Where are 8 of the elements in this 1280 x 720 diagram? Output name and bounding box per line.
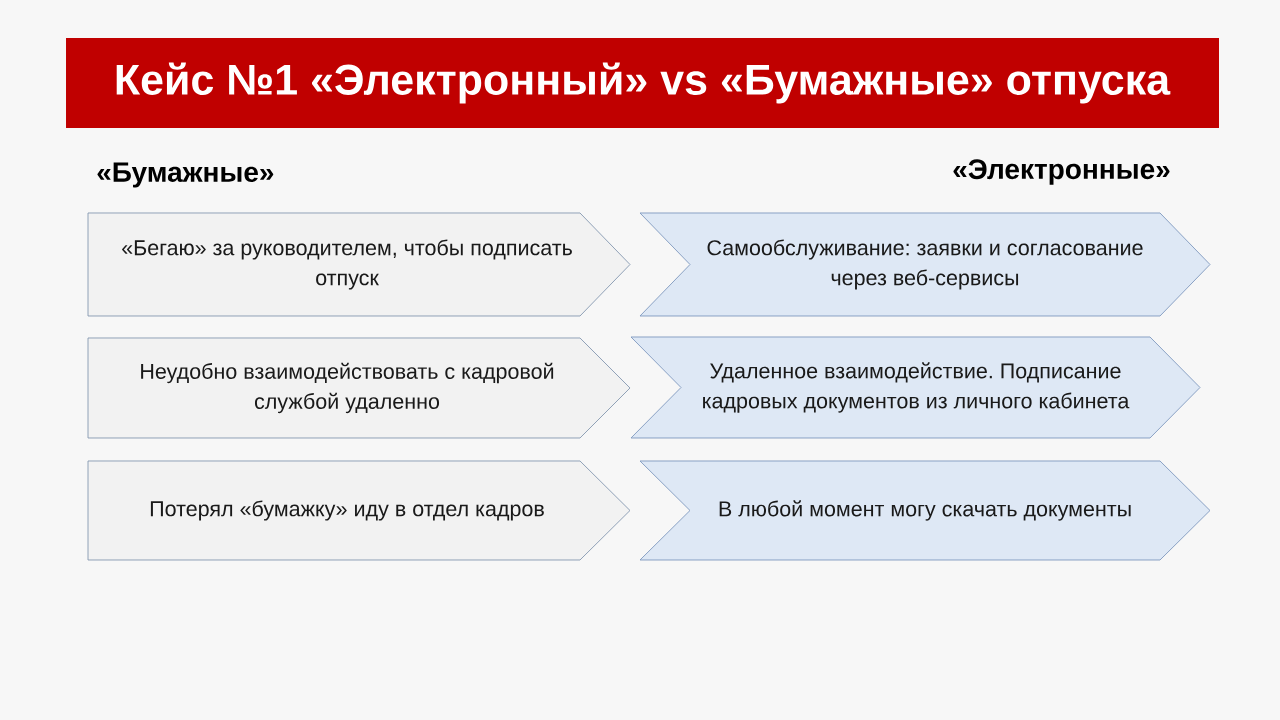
- chevron-box: Самообслуживание: заявки и согласование через веб-сервисы: [639, 212, 1211, 317]
- column-heading: «Электронные»: [953, 159, 1170, 185]
- chevron-box: Удаленное взаимодействие. Подписание кадровых документов из личного кабинета: [630, 336, 1201, 439]
- chevron-box: В любой момент могу скачать документы: [639, 460, 1211, 561]
- pentagon-box: «Бегаю» за руководителем, чтобы подписать отпуск: [87, 212, 631, 317]
- pentagon-box: Потерял «бумажку» иду в отдел кадров: [87, 460, 631, 561]
- pentagon-box: Неудобно взаимодействовать с кадровой службой удаленно: [87, 337, 631, 439]
- title-banner: Кейс №1 «Электронный» vs «Бумажные» отпуска: [66, 38, 1219, 128]
